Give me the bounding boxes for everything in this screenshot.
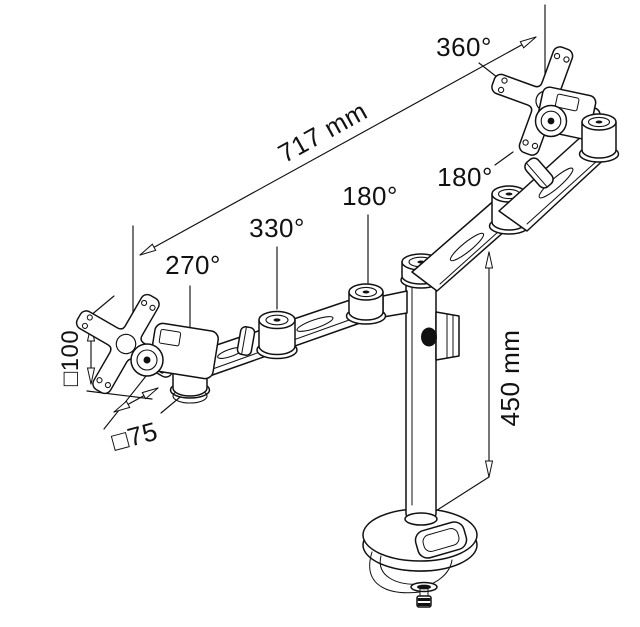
cable-clip-upper [524, 157, 554, 189]
left-vesa-head [51, 269, 219, 419]
left-tilt-boss [130, 343, 164, 377]
label-vesa-pattern-large: □100 [57, 330, 84, 387]
lower-arm [198, 283, 408, 379]
pole [404, 267, 438, 526]
vesa75-dimension-line [113, 387, 159, 413]
top-tilt-boss [534, 104, 568, 138]
top-vesa-head [473, 28, 620, 189]
dimension-lines [83, 4, 546, 515]
label-pole-height: 450 mm [495, 330, 525, 427]
grommet-hole [414, 521, 468, 559]
pole-collar-clamp [421, 311, 460, 361]
clamp-screw [410, 581, 438, 608]
label-upper-arm-swivel: 180° [437, 162, 493, 192]
label-vesa-pattern-small: □75 [109, 416, 161, 457]
top-end-joint [578, 113, 620, 163]
label-lower-arm-swivel: 180° [342, 181, 398, 211]
lower-arm-slot-1 [296, 316, 334, 332]
label-top-vesa-rotation: 360° [436, 32, 492, 62]
label-arm-reach: 717 mm [273, 96, 372, 169]
upper-arm-slot-1 [449, 232, 485, 262]
label-elbow-swivel: 330° [249, 213, 305, 243]
lower-elbow-joint [256, 310, 298, 360]
upper-arm-swivel-leader [494, 151, 514, 166]
vesa100-extension-b [86, 390, 153, 400]
cable-clip-lower [236, 326, 256, 356]
arm-reach-dimension-line [139, 36, 537, 256]
lower-shoulder-joint [345, 283, 387, 325]
pole-height-extension [430, 476, 490, 515]
pole-tube [405, 267, 437, 521]
label-vesa-head-swivel: 270° [165, 250, 221, 280]
tension-knob [421, 327, 437, 347]
upper-arm [411, 134, 612, 292]
clamp-neck-outer [369, 551, 421, 594]
pole-foot-collar [404, 512, 438, 526]
pole-bracket [382, 290, 408, 318]
